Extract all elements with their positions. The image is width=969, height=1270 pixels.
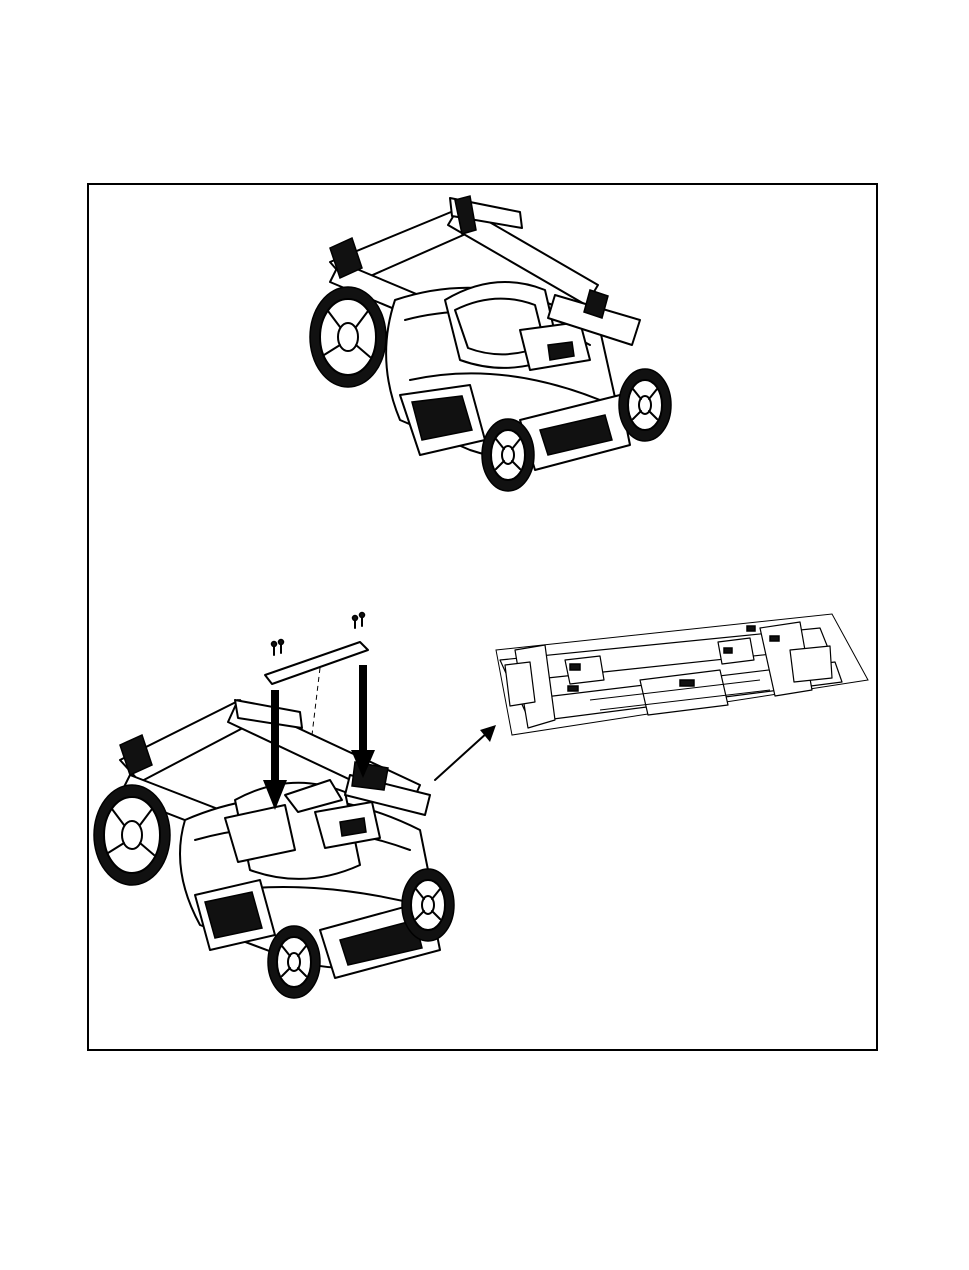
callout-arrow-icon xyxy=(435,725,496,780)
handle-detail-icon xyxy=(496,614,868,735)
lawn-mower-bar-install-icon xyxy=(94,613,454,999)
lawn-mower-icon xyxy=(310,196,671,491)
